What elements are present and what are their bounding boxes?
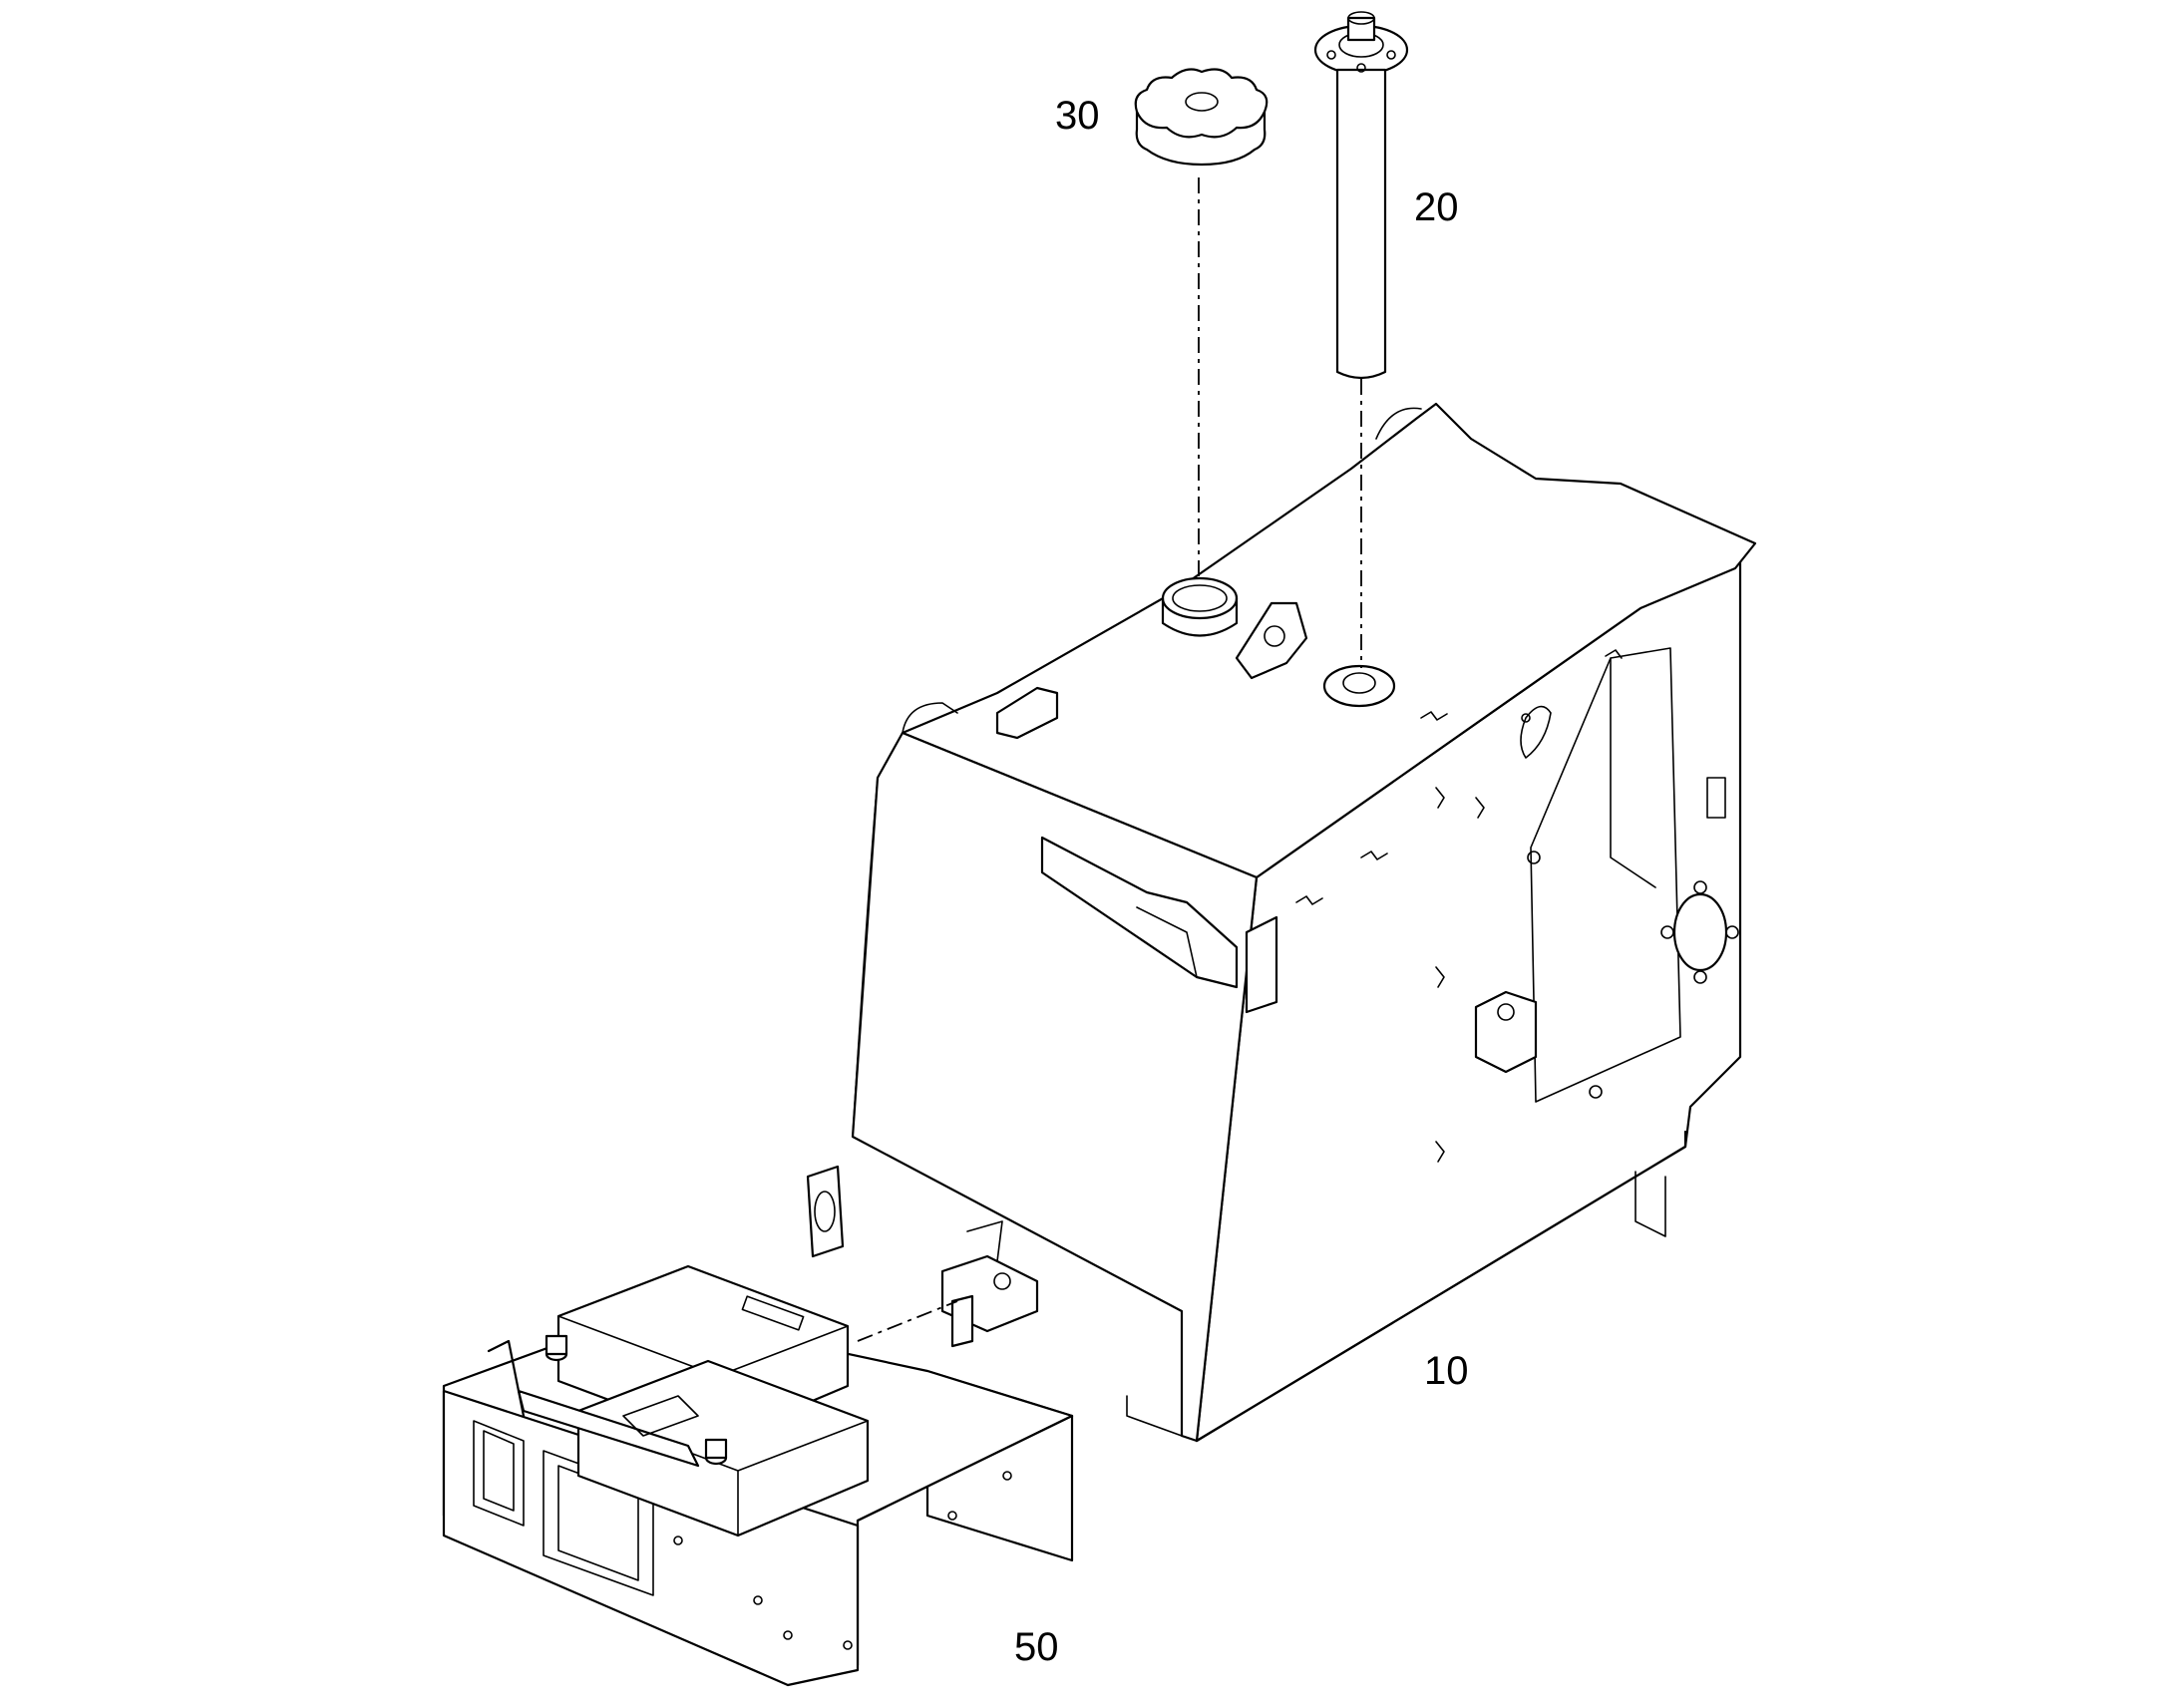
callout-50: 50 bbox=[1014, 1625, 1059, 1669]
assembly-center-lines bbox=[857, 177, 1362, 1342]
callout-20: 20 bbox=[1414, 185, 1459, 229]
battery-tray-assembly bbox=[442, 1220, 1074, 1687]
callout-10: 10 bbox=[1424, 1349, 1469, 1393]
fuel-level-sender bbox=[1313, 11, 1409, 380]
filler-cap bbox=[1134, 68, 1269, 167]
callout-30: 30 bbox=[1055, 94, 1100, 138]
tank-frame bbox=[806, 402, 1757, 1443]
